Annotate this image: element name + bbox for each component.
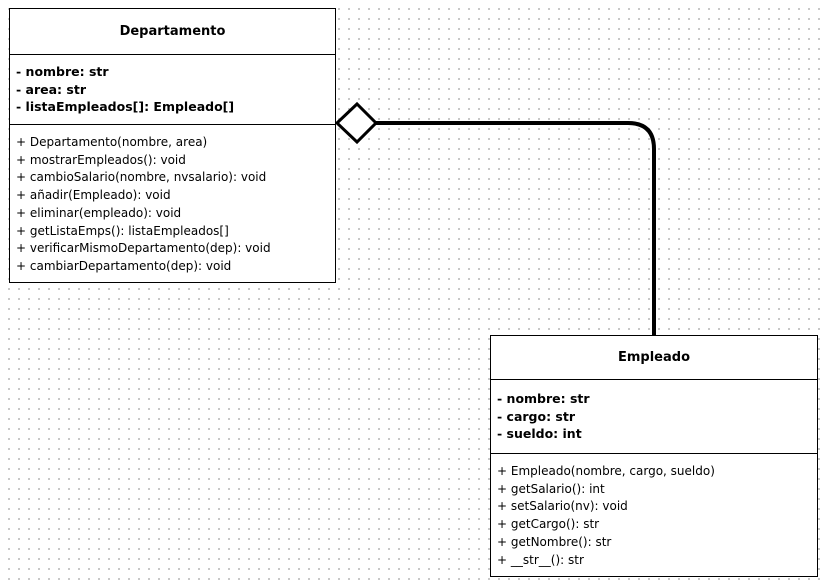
- attribute: - sueldo: int: [497, 426, 582, 441]
- aggregation-diamond-icon: [334, 101, 379, 145]
- methods-section-departamento: + Departamento(nombre, area) + mostrarEm…: [10, 125, 335, 276]
- class-name-departamento: Departamento: [10, 9, 335, 55]
- method: + eliminar(empleado): void: [16, 205, 182, 220]
- attributes-section-departamento: - nombre: str - area: str - listaEmplead…: [10, 55, 335, 125]
- class-name-empleado: Empleado: [491, 336, 817, 380]
- attribute: - nombre: str: [16, 64, 109, 79]
- attribute: - area: str: [16, 81, 86, 97]
- methods-section-empleado: + Empleado(nombre, cargo, sueldo) + getS…: [491, 454, 817, 569]
- method: + Empleado(nombre, cargo, sueldo): [497, 464, 715, 478]
- attribute: - cargo: str: [497, 408, 576, 424]
- method: + getSalario(): int: [497, 481, 605, 496]
- method: + setSalario(nv): void: [497, 499, 628, 514]
- method: + cambioSalario(nombre, nvsalario): void: [16, 170, 267, 185]
- attribute: - nombre: str: [497, 391, 590, 406]
- method: + getNombre(): str: [497, 534, 612, 549]
- attribute: - listaEmpleados[]: Empleado[]: [16, 99, 235, 114]
- method: + getCargo(): str: [497, 517, 600, 532]
- method: + getListaEmps(): listaEmpleados[]: [16, 223, 229, 238]
- class-departamento[interactable]: Departamento - nombre: str - area: str -…: [9, 8, 336, 283]
- method: + añadir(Empleado): void: [16, 188, 171, 203]
- method: + mostrarEmpleados(): void: [16, 152, 186, 167]
- attributes-section-empleado: - nombre: str - cargo: str - sueldo: int: [491, 380, 817, 454]
- aggregation-line: [376, 121, 656, 335]
- method: + Departamento(nombre, area): [16, 135, 208, 149]
- method: + __str__(): str: [497, 552, 584, 567]
- class-empleado[interactable]: Empleado - nombre: str - cargo: str - su…: [490, 335, 818, 577]
- method: + cambiarDepartamento(dep): void: [16, 258, 232, 273]
- method: + verificarMismoDepartamento(dep): void: [16, 241, 271, 256]
